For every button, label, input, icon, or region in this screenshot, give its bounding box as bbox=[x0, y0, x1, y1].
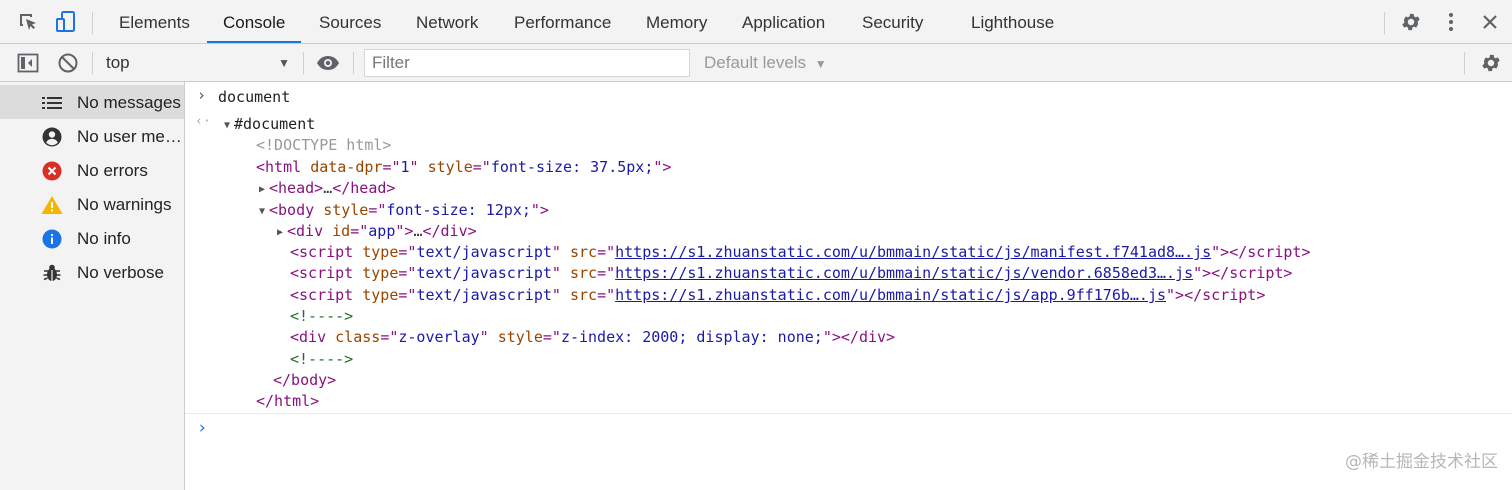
overlay-div-node[interactable]: <div class="z-overlay" style="z-index: 2… bbox=[290, 328, 896, 346]
div-app-node[interactable]: ▶<div id="app">…</div> bbox=[277, 221, 477, 241]
more-options-icon[interactable] bbox=[1439, 10, 1463, 34]
script-node[interactable]: <script type="text/javascript" src="http… bbox=[290, 264, 1293, 282]
overlay-style-value: z-index: 2000; display: none; bbox=[560, 328, 823, 346]
console-input-command: document bbox=[218, 88, 291, 106]
tab-sources[interactable]: Sources bbox=[319, 13, 382, 32]
document-node[interactable]: ▼#document bbox=[224, 114, 315, 134]
script-type-value: text/javascript bbox=[416, 243, 552, 261]
list-icon bbox=[41, 92, 63, 114]
script-src-link[interactable]: https://s1.zhuanstatic.com/u/bmmain/stat… bbox=[615, 264, 1194, 282]
body-node[interactable]: ▼<body style="font-size: 12px;"> bbox=[259, 200, 549, 220]
settings-gear-icon[interactable] bbox=[1399, 10, 1423, 34]
sidebar-item-label: No messages bbox=[77, 93, 181, 112]
sidebar-item-info[interactable]: No info bbox=[0, 221, 184, 255]
tab-elements[interactable]: Elements bbox=[119, 13, 190, 32]
toolbar-separator bbox=[1464, 52, 1465, 74]
sidebar-item-errors[interactable]: No errors bbox=[0, 153, 184, 187]
console-toolbar: top ▼ Default levels ▼ bbox=[0, 44, 1512, 82]
toolbar-separator bbox=[92, 12, 93, 34]
script-type-value: text/javascript bbox=[416, 264, 552, 282]
sidebar-item-verbose[interactable]: No verbose bbox=[0, 255, 184, 289]
console-prompt-icon: › bbox=[197, 418, 208, 438]
overlay-class-value: z-overlay bbox=[398, 328, 480, 346]
body-style-value: font-size: 12px; bbox=[386, 201, 531, 219]
bug-icon bbox=[41, 262, 63, 284]
expand-triangle-icon[interactable]: ▼ bbox=[259, 206, 266, 217]
collapsed-triangle-icon[interactable]: ▶ bbox=[259, 184, 266, 195]
doctype-node: <!DOCTYPE html> bbox=[256, 136, 392, 154]
toolbar-separator bbox=[353, 52, 354, 74]
tab-performance[interactable]: Performance bbox=[514, 13, 612, 32]
script-node[interactable]: <script type="text/javascript" src="http… bbox=[290, 286, 1266, 304]
device-toolbar-icon[interactable] bbox=[54, 10, 78, 34]
console-output: › document ‹· ▼#document <!DOCTYPE html>… bbox=[185, 82, 1512, 490]
sidebar-item-label: No user messages bbox=[77, 127, 182, 146]
script-src-link[interactable]: https://s1.zhuanstatic.com/u/bmmain/stat… bbox=[615, 243, 1212, 261]
console-prompt-input[interactable] bbox=[218, 420, 1478, 440]
script-src-link[interactable]: https://s1.zhuanstatic.com/u/bmmain/stat… bbox=[615, 286, 1167, 304]
info-icon bbox=[41, 228, 63, 250]
html-dpr-value: 1 bbox=[400, 158, 410, 176]
watermark-text: @稀土掘金技术社区 bbox=[1345, 452, 1498, 472]
console-divider bbox=[185, 413, 1512, 414]
log-levels-dropdown[interactable]: Default levels ▼ bbox=[704, 50, 827, 76]
sidebar-toggle-icon[interactable] bbox=[16, 51, 40, 75]
user-icon bbox=[41, 126, 63, 148]
log-levels-label: Default levels bbox=[704, 53, 807, 72]
sidebar-item-messages[interactable]: No messages bbox=[0, 85, 184, 119]
collapsed-ellipsis: … bbox=[323, 179, 333, 197]
error-icon bbox=[41, 160, 63, 182]
inspect-element-icon[interactable] bbox=[16, 10, 40, 34]
tab-application[interactable]: Application bbox=[742, 13, 826, 32]
toolbar-separator bbox=[92, 52, 93, 74]
toolbar-separator bbox=[303, 52, 304, 74]
result-arrow-icon: ‹· bbox=[195, 114, 211, 129]
script-type-value: text/javascript bbox=[416, 286, 552, 304]
console-settings-gear-icon[interactable] bbox=[1479, 51, 1503, 75]
sidebar-item-label: No verbose bbox=[77, 263, 164, 282]
tab-console[interactable]: Console bbox=[207, 0, 302, 43]
tab-lighthouse[interactable]: Lighthouse bbox=[971, 13, 1055, 32]
div-id-value: app bbox=[368, 222, 396, 240]
live-expression-eye-icon[interactable] bbox=[316, 51, 340, 75]
html-close-tag: </html> bbox=[256, 392, 320, 410]
collapsed-ellipsis: … bbox=[413, 222, 423, 240]
sidebar-item-label: No warnings bbox=[77, 195, 172, 214]
input-prompt-icon: › bbox=[197, 86, 207, 104]
tab-memory[interactable]: Memory bbox=[646, 13, 708, 32]
head-node[interactable]: ▶<head>…</head> bbox=[259, 178, 395, 198]
script-node[interactable]: <script type="text/javascript" src="http… bbox=[290, 243, 1311, 261]
toolbar-separator bbox=[1384, 12, 1385, 34]
html-node[interactable]: <html data-dpr="1" style="font-size: 37.… bbox=[256, 158, 672, 176]
close-icon[interactable] bbox=[1478, 10, 1502, 34]
tab-network[interactable]: Network bbox=[416, 13, 479, 32]
expand-triangle-icon[interactable]: ▼ bbox=[224, 120, 231, 131]
collapsed-triangle-icon[interactable]: ▶ bbox=[277, 227, 284, 238]
html-style-value: font-size: 37.5px; bbox=[490, 158, 654, 176]
sidebar-item-warnings[interactable]: No warnings bbox=[0, 187, 184, 221]
context-selector[interactable]: top ▼ bbox=[98, 50, 298, 76]
devtools-tab-bar: Elements Console Sources Network Perform… bbox=[0, 0, 1512, 44]
tab-security[interactable]: Security bbox=[862, 13, 924, 32]
dropdown-arrow-icon: ▼ bbox=[814, 57, 827, 71]
console-sidebar: No messages No user messages No errors N… bbox=[0, 82, 185, 490]
comment-node: <!----> bbox=[290, 307, 354, 325]
clear-console-icon[interactable] bbox=[56, 51, 80, 75]
warning-icon bbox=[41, 194, 63, 216]
context-selector-value: top bbox=[106, 53, 130, 72]
sidebar-item-user-messages[interactable]: No user messages bbox=[0, 119, 184, 153]
dropdown-arrow-icon: ▼ bbox=[278, 56, 290, 70]
document-root-label: #document bbox=[234, 115, 316, 133]
body-close-tag: </body> bbox=[273, 371, 337, 389]
filter-input[interactable] bbox=[364, 49, 690, 77]
comment-node: <!----> bbox=[290, 350, 354, 368]
sidebar-item-label: No info bbox=[77, 229, 131, 248]
sidebar-item-label: No errors bbox=[77, 161, 148, 180]
